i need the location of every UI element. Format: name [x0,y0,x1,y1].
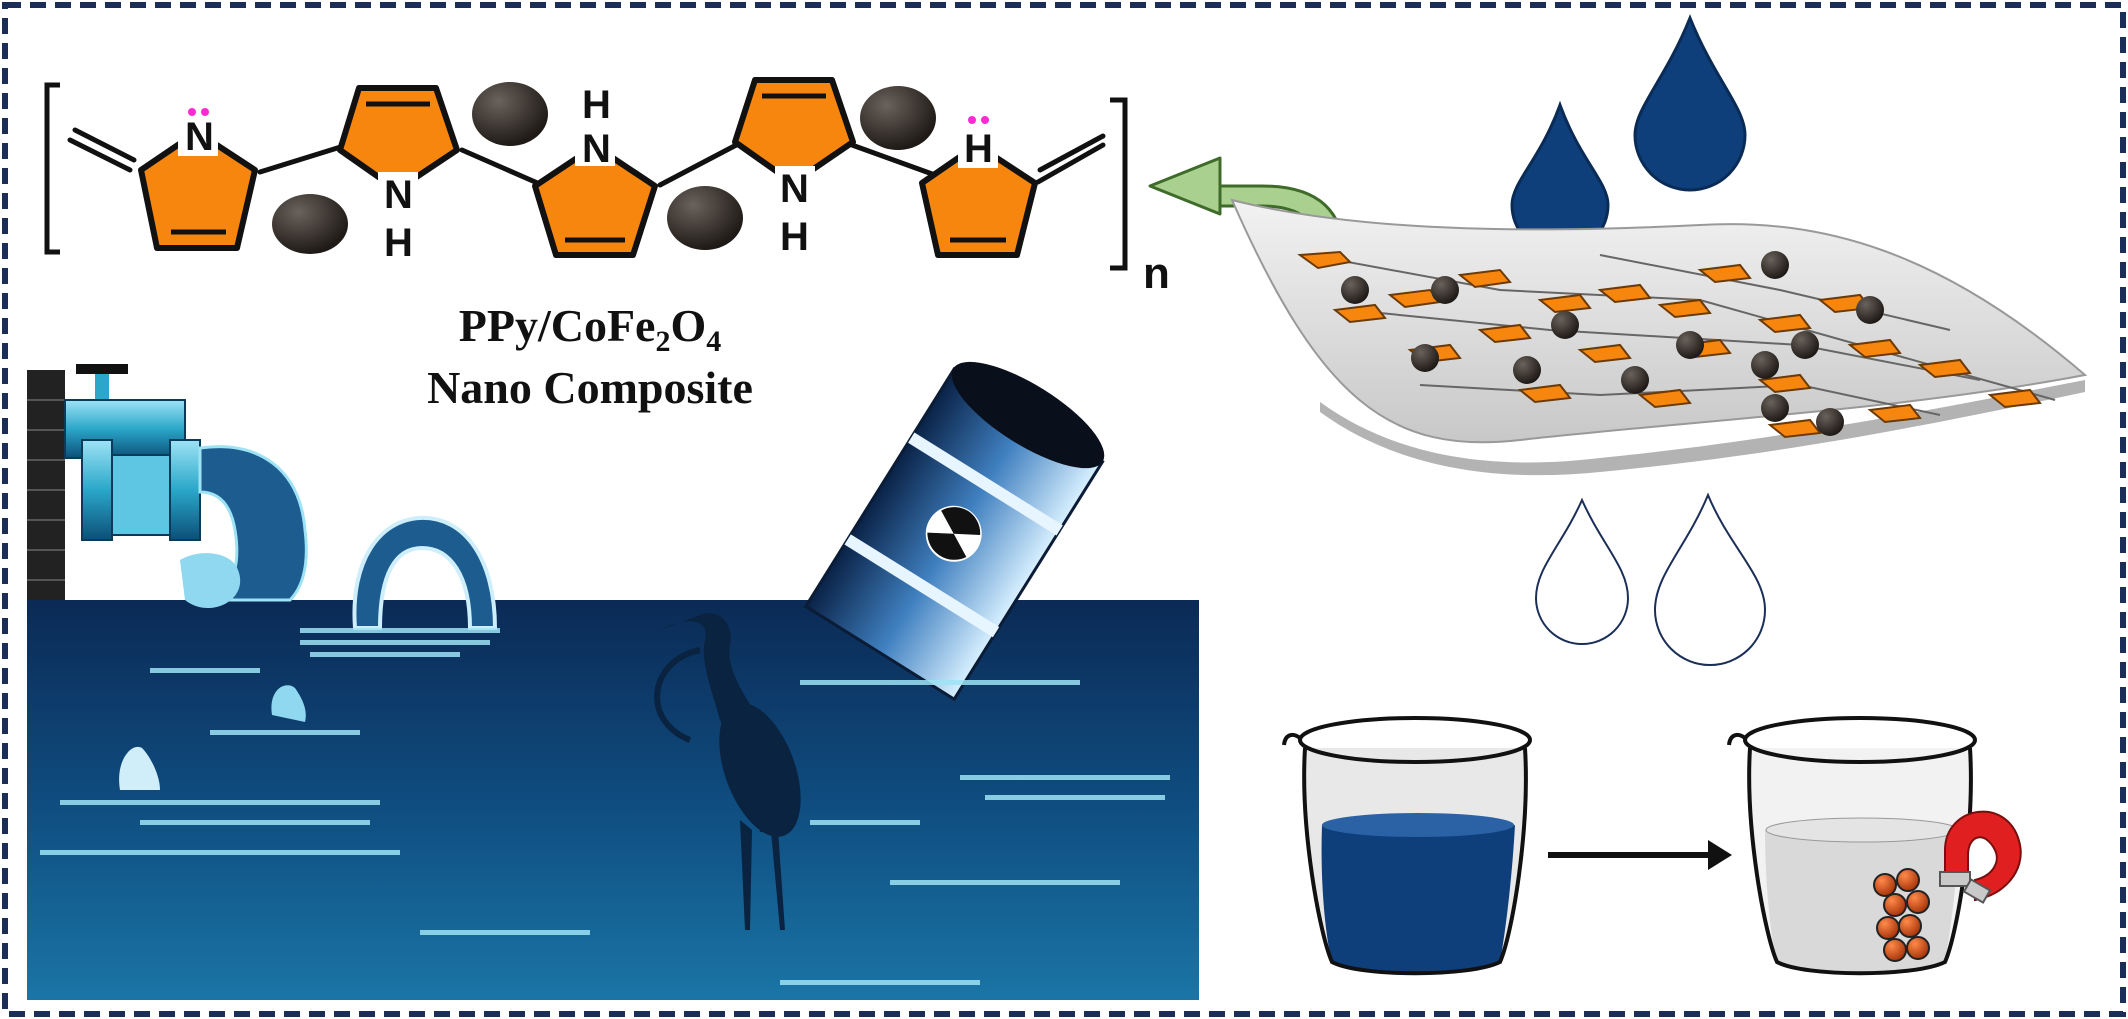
nanoparticle [272,194,348,254]
lone-pair-1a [188,108,196,116]
right-bracket [1110,97,1128,271]
lone-pair-1b [201,108,209,116]
pyrrole-ring-2 [337,85,460,193]
atom-label-7: H [780,215,809,259]
water-drop-icon [1633,13,1747,192]
beaker-clean [1727,716,1977,976]
clean-drop-icon [1653,492,1767,666]
faucet-pipe-icon [64,364,201,541]
lone-pair-2a [968,116,976,124]
lone-pair-2b [981,116,989,124]
clean-drop-icon [1534,497,1630,645]
repeat-subscript: n [1143,249,1170,298]
polluted-water-scene [27,361,1199,1000]
atom-label-2: N [384,173,413,217]
wall [27,370,65,600]
polymer-structure: n [44,77,1170,298]
drain-pipe-icon [198,445,308,602]
atom-label-5: N [582,127,611,171]
magnet-icon [1939,810,2022,904]
pyrrole-ring-1 [138,129,258,251]
atom-label-6: N [780,167,809,211]
nanoparticle [860,86,936,150]
beaker-polluted [1282,716,1532,976]
caption-nano-composite: Nano Composite [427,362,753,413]
atom-label-1: N [185,115,214,159]
radioactive-barrel-icon [803,361,1105,702]
composite-membrane [1230,198,2088,476]
atom-label-4: H [582,83,611,127]
caption-material: PPy/CoFe2O4 [458,300,722,358]
atom-label-3: H [384,221,413,265]
nanoparticle [667,186,743,250]
pyrrole-ring-5 [919,142,1038,258]
heron-icon [654,613,801,930]
collected-particles [1873,868,1930,962]
arch-pipe-icon [352,515,498,630]
atom-label-8: H [964,127,993,171]
nanoparticle [472,82,548,146]
pyrrole-ring-4 [732,77,856,186]
pyrrole-ring-3 [532,143,658,258]
left-bracket [44,82,60,255]
process-arrow-head [1708,840,1732,870]
